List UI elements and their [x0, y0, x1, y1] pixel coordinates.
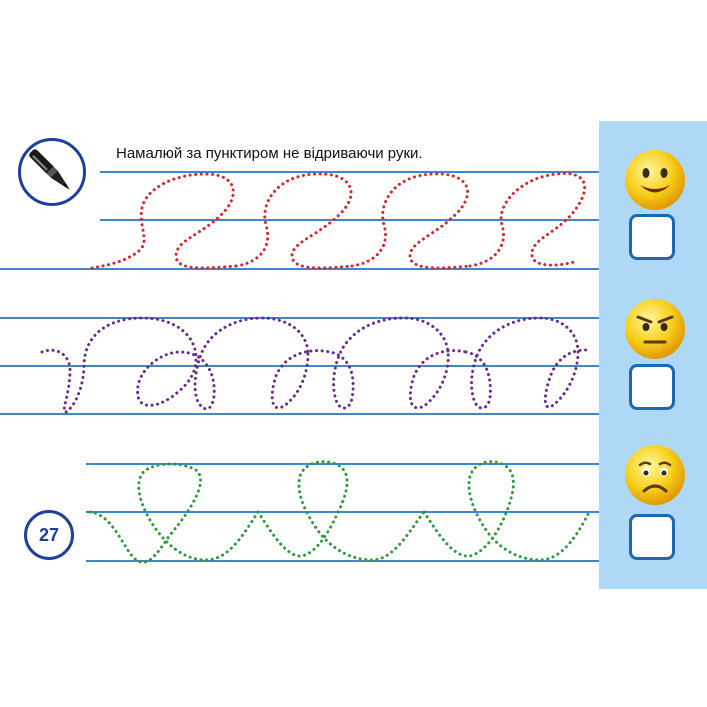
row3-dotted-pattern[interactable] [88, 460, 590, 564]
rating-checkbox-happy[interactable] [629, 214, 675, 260]
sad-face-icon [625, 445, 685, 505]
rating-checkbox-sad[interactable] [629, 514, 675, 560]
row2-ruling [0, 317, 599, 415]
row1-ruling [0, 171, 599, 270]
marker-pen-badge [18, 138, 86, 206]
angry-face-icon [625, 299, 685, 359]
row1-dotted-pattern[interactable] [90, 172, 587, 270]
happy-face-icon [625, 150, 685, 210]
row3-ruling [86, 463, 599, 562]
row2-dotted-pattern[interactable] [40, 316, 588, 414]
marker-pen-icon [29, 149, 70, 190]
instruction-text: Намалюй за пунктиром не відриваючи руки. [116, 145, 423, 162]
page-number: 27 [24, 510, 74, 560]
rating-checkbox-angry[interactable] [629, 364, 675, 410]
